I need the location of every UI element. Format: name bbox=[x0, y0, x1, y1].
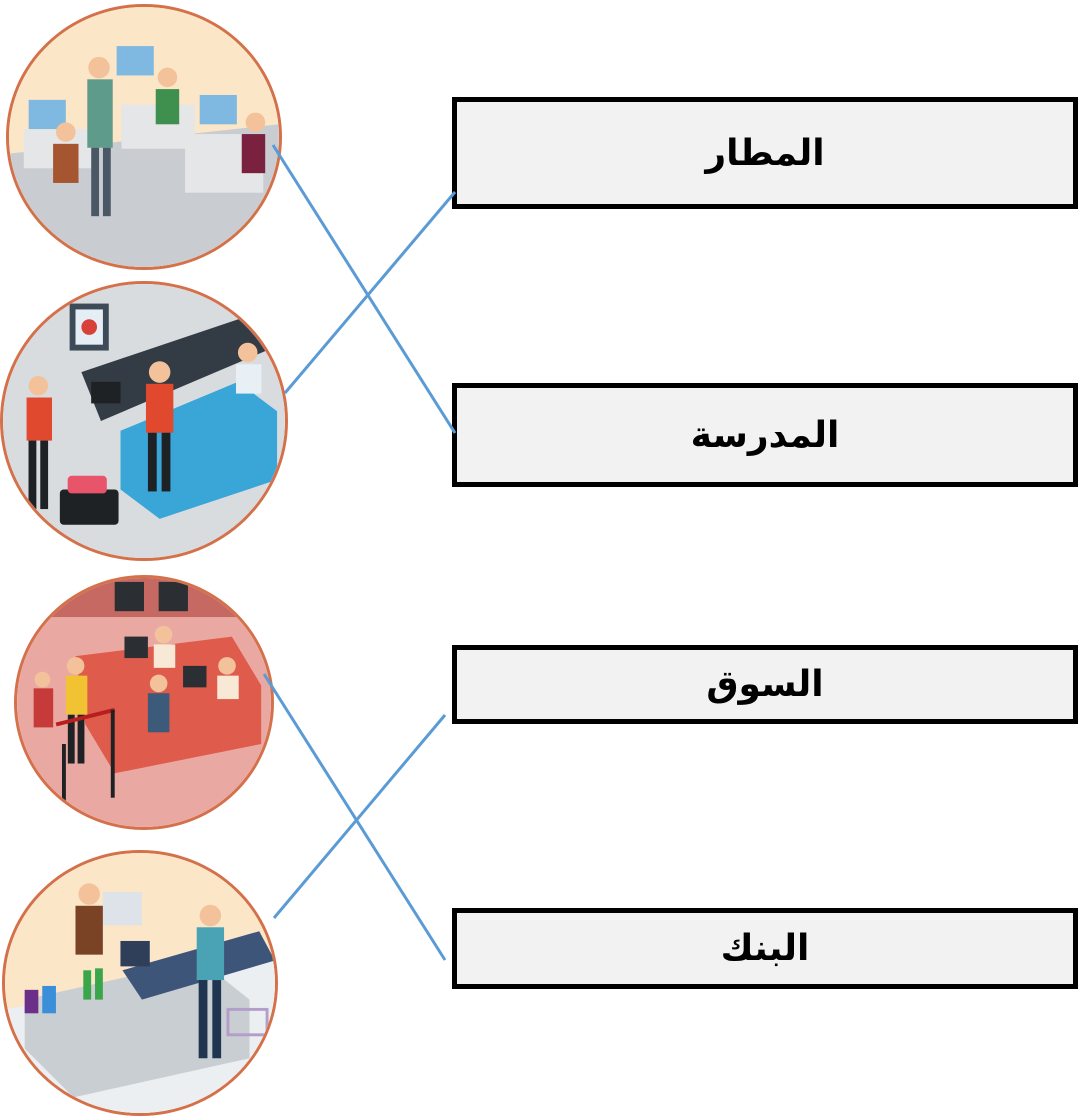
match-line-bank-to-bank bbox=[262, 673, 447, 961]
market-illustration-icon bbox=[5, 853, 275, 1113]
picture-bank-counter[interactable] bbox=[14, 575, 274, 830]
match-line-airport-to-airport bbox=[283, 191, 457, 394]
label-market: السوق bbox=[706, 664, 824, 705]
label-box-market[interactable]: السوق bbox=[452, 645, 1078, 724]
picture-office-workers[interactable] bbox=[6, 4, 282, 270]
label-bank: البنك bbox=[720, 928, 810, 969]
picture-airport-checkin[interactable] bbox=[0, 281, 288, 561]
match-line-office-to-school bbox=[271, 144, 457, 434]
airport-illustration-icon bbox=[3, 284, 285, 558]
label-box-airport[interactable]: المطار bbox=[452, 97, 1078, 209]
picture-supermarket-checkout[interactable] bbox=[2, 850, 278, 1116]
label-box-school[interactable]: المدرسة bbox=[452, 383, 1078, 487]
bank-illustration-icon bbox=[17, 578, 271, 827]
label-school: المدرسة bbox=[690, 414, 840, 456]
office-illustration-icon bbox=[9, 7, 279, 267]
label-airport: المطار bbox=[705, 132, 825, 174]
label-box-bank[interactable]: البنك bbox=[452, 908, 1078, 989]
match-line-market-to-market bbox=[272, 714, 447, 919]
